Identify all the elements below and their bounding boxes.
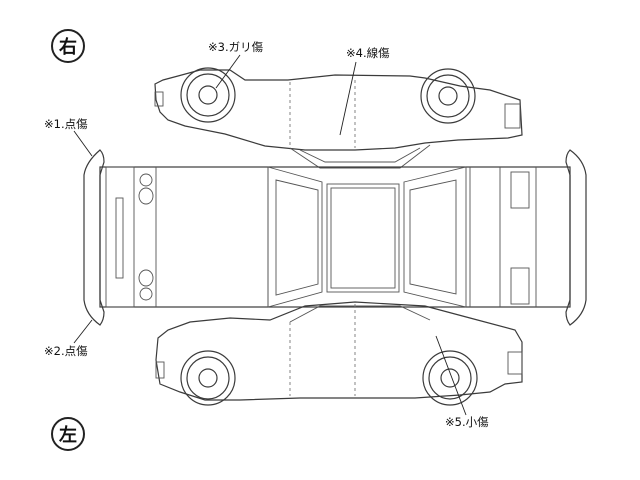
damage-label-3: ※3.ガリ傷: [208, 40, 264, 89]
damage-label-5-text: ※5.小傷: [445, 415, 489, 429]
damage-label-3-text: ※3.ガリ傷: [208, 40, 264, 54]
left-side-marker-text: 左: [59, 424, 77, 446]
car-overhead-view: [83, 149, 587, 326]
right-side-marker: 右: [51, 29, 85, 63]
damage-label-4: ※4.線傷: [339, 46, 390, 136]
damage-label-2: ※2.点傷: [44, 319, 93, 358]
damage-label-5: ※5.小傷: [435, 335, 489, 429]
left-side-marker: 左: [51, 417, 85, 451]
damage-label-1-text: ※1.点傷: [44, 117, 88, 131]
car-right-side-view: [154, 67, 523, 169]
damage-label-2-text: ※2.点傷: [44, 344, 88, 358]
right-side-marker-text: 右: [59, 36, 77, 58]
damage-label-1: ※1.点傷: [44, 117, 93, 157]
damage-label-4-text: ※4.線傷: [346, 46, 390, 60]
car-left-side-view: [155, 301, 523, 406]
